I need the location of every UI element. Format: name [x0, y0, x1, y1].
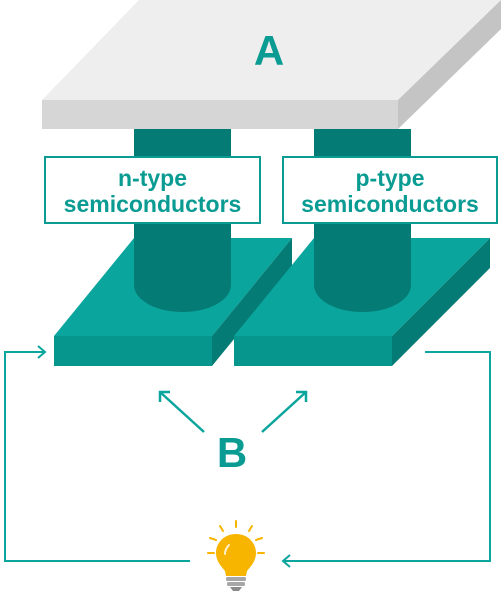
plate-a — [42, 0, 501, 129]
p-type-line2: semiconductors — [301, 191, 479, 217]
pillar-n-base — [134, 258, 231, 312]
plate-a-front — [42, 100, 398, 129]
plate-right-front — [234, 336, 392, 366]
label-b: B — [217, 429, 247, 476]
circuit-wire — [4, 345, 491, 568]
p-type-line1: p-type — [356, 165, 425, 191]
arrow-b-right — [261, 390, 308, 433]
plate-a-side — [398, 0, 501, 129]
p-type-label-box: p-type semiconductors — [282, 156, 498, 224]
plate-a-top — [42, 0, 501, 100]
plate-left-front — [54, 336, 212, 366]
n-type-label-box: n-type semiconductors — [44, 156, 261, 224]
wire-left-arrowhead — [37, 345, 47, 359]
n-type-line1: n-type — [118, 165, 187, 191]
wire-right-arrowhead — [281, 554, 291, 568]
p-type-box — [282, 156, 498, 224]
arrow-b-left — [158, 390, 205, 433]
wire-left — [4, 351, 190, 562]
n-type-line2: semiconductors — [64, 191, 242, 217]
plate-right-side — [392, 238, 490, 366]
wire-right — [283, 351, 491, 562]
n-type-box — [44, 156, 261, 224]
pillar-p-base — [314, 258, 411, 312]
plate-left-side — [212, 238, 292, 366]
label-a: A — [254, 27, 284, 74]
light-bulb-icon — [207, 520, 265, 591]
